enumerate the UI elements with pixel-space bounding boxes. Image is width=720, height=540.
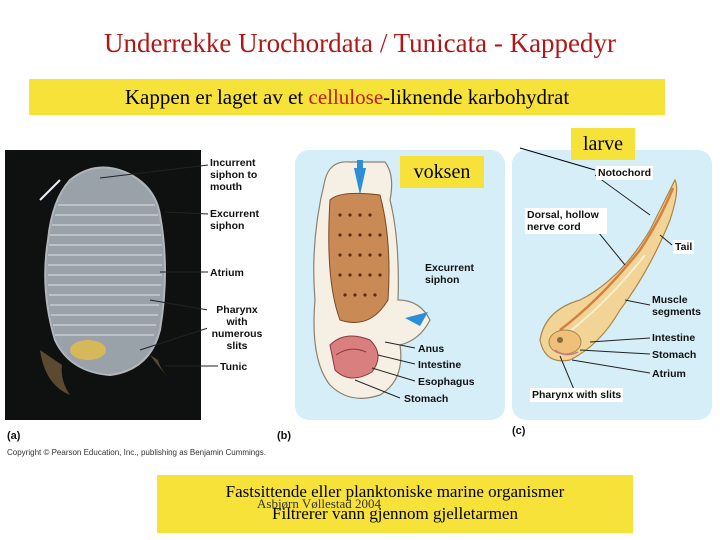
panel-letter-a: (a) — [7, 430, 20, 442]
bottom-line-1: Fastsittende eller planktoniske marine o… — [157, 482, 633, 502]
bottom-info-box: Fastsittende eller planktoniske marine o… — [157, 475, 633, 533]
label-adult-stomach: Stomach — [404, 393, 448, 405]
label-excurrent-siphon: Excurrent siphon — [210, 208, 270, 232]
label-tunic: Tunic — [220, 361, 247, 373]
photo-tunicate-body — [40, 168, 175, 396]
larve-label: larve — [571, 128, 635, 160]
label-adult-excurrent: Excurrent siphon — [425, 262, 485, 286]
copyright-notice: Copyright © Pearson Education, Inc., pub… — [7, 448, 266, 457]
adult-tunicate-drawing — [314, 160, 430, 398]
label-muscle-segments: Muscle segments — [652, 294, 710, 318]
label-nerve-cord: Dorsal, hollow nerve cord — [525, 208, 607, 234]
author-credit: Asbjørn Vøllestad 2004 — [257, 496, 381, 512]
label-pharynx: Pharynx with numerous slits — [207, 303, 267, 353]
label-tail: Tail — [673, 240, 694, 254]
label-atrium: Atrium — [210, 267, 244, 279]
label-larva-intestine: Intestine — [652, 332, 695, 344]
label-anus: Anus — [418, 343, 444, 355]
label-larva-atrium: Atrium — [652, 368, 686, 380]
label-esophagus: Esophagus — [418, 376, 475, 388]
panel-letter-b: (b) — [277, 430, 291, 442]
label-pharynx-slits: Pharynx with slits — [530, 388, 623, 402]
bottom-line-2: Filtrerer vann gjennom gjelletarmen — [157, 504, 633, 524]
panel-letter-c: (c) — [512, 425, 525, 437]
voksen-label: voksen — [400, 156, 484, 188]
label-notochord: Notochord — [596, 166, 653, 180]
label-incurrent-siphon: Incurrent siphon to mouth — [210, 157, 270, 193]
label-larva-stomach: Stomach — [652, 349, 696, 361]
label-adult-intestine: Intestine — [418, 359, 461, 371]
